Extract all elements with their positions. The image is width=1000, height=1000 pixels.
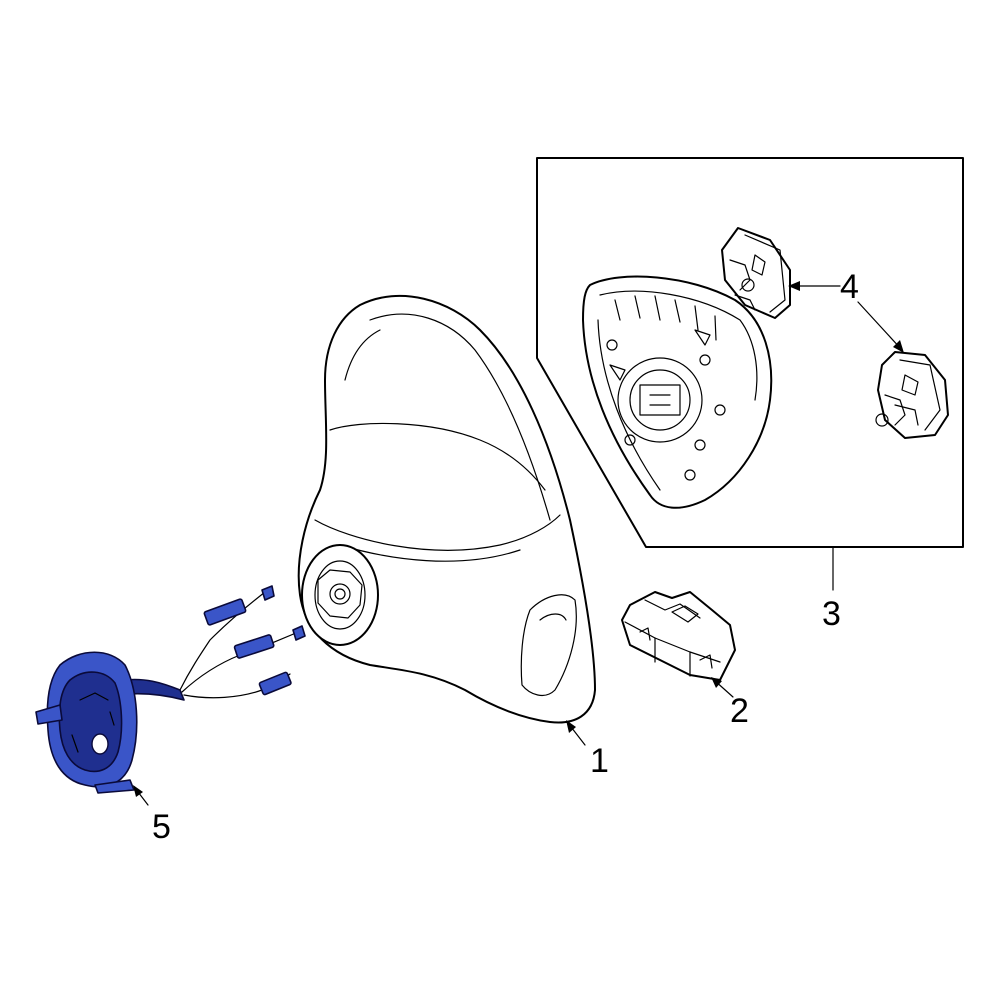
- leader-4-lower-arrow: [893, 340, 904, 353]
- leader-5-arrow: [133, 785, 143, 797]
- leader-4-lower: [857, 301, 903, 351]
- callout-3: 3: [822, 595, 841, 633]
- callout-1: 1: [590, 742, 609, 780]
- leader-4-upper-arrow: [788, 281, 800, 291]
- airbag-module[interactable]: [582, 275, 773, 509]
- connector-upper[interactable]: [721, 227, 791, 319]
- inset-frame: [536, 157, 964, 548]
- callout-4: 4: [840, 268, 859, 306]
- callout-5: 5: [152, 808, 171, 846]
- leader-1-arrow: [566, 720, 576, 733]
- leader-2-arrow: [711, 677, 722, 688]
- callout-2: 2: [730, 692, 749, 730]
- steering-wheel[interactable]: [297, 294, 596, 724]
- clock-spring[interactable]: [35, 585, 306, 794]
- control-module[interactable]: [621, 591, 736, 681]
- connector-lower[interactable]: [875, 351, 949, 439]
